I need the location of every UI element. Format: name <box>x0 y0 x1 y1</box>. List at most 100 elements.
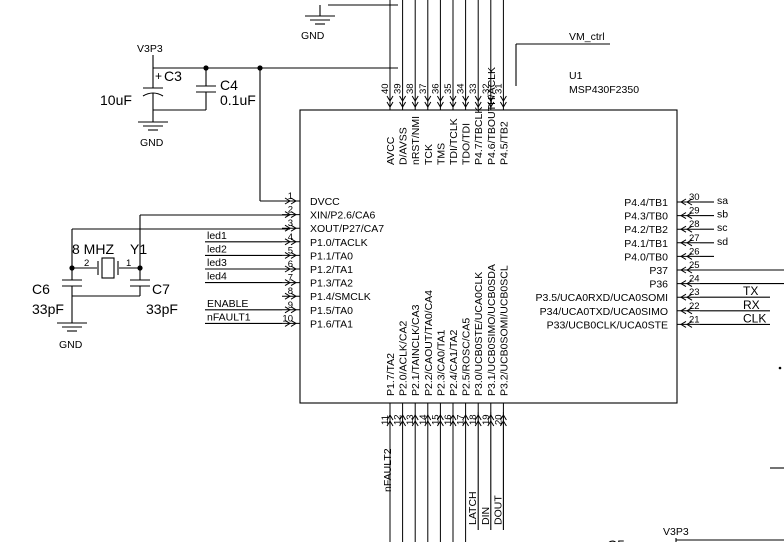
right-pin-number: 24 <box>689 274 700 285</box>
left-net: led3 <box>205 257 282 270</box>
bottom-pin-number: 20 <box>493 414 504 425</box>
left-pin: 5 P1.1/TA0 <box>282 245 353 262</box>
right-pin-name: P3.5/UCA0RXD/UCA0SOMI <box>536 292 668 304</box>
left-pin-name: P1.0/TACLK <box>310 237 368 249</box>
top-pins: 40AVCC39D/AVSS38nRST/NMI37TCK36TMS35TDI/… <box>380 0 510 165</box>
left-net-label: led3 <box>207 257 227 269</box>
bottom-pin-name: P1.7/TA2 <box>385 353 397 396</box>
left-net: led1 <box>205 230 282 243</box>
bottom-pin-name: P2.0/ACLK/CA2 <box>398 321 410 396</box>
bottom-pin-name: P3.2/UCB0SOMI/UCB0SCL <box>498 265 510 396</box>
left-pin: 6 P1.2/TA1 <box>282 259 353 276</box>
right-pin-name: P4.4/TB1 <box>624 197 668 209</box>
gnd-label-top: GND <box>301 30 325 42</box>
left-pin-number: 1 <box>288 191 293 202</box>
bottom-net-label: LATCH <box>467 491 479 525</box>
right-pin-number: 22 <box>689 301 700 312</box>
right-pin-number: 30 <box>689 192 700 203</box>
left-pin-number: 9 <box>288 300 293 311</box>
bottom-pin-name: P3.0/UCB0STE/UCA0CLK <box>473 272 485 396</box>
bottom-pin-name: P2.4/CA1/TA2 <box>448 330 460 396</box>
right-net-label: sd <box>717 236 728 248</box>
bottom-pin-number: 15 <box>430 414 441 425</box>
capacitor-c6: C6 33pF <box>32 279 82 317</box>
top-pin-name: P4.6/TBOUTH/ACLK <box>486 67 498 165</box>
left-pin-number: 6 <box>288 259 293 270</box>
right-pin-name: P4.2/TB2 <box>624 224 668 236</box>
bottom-pin-number: 16 <box>443 414 454 425</box>
c4-ref: C4 <box>220 77 238 93</box>
left-pin-number: 2 <box>288 205 293 216</box>
left-pin-name: P1.4/SMCLK <box>310 291 371 303</box>
vm-ctrl-label: VM_ctrl <box>569 31 605 43</box>
left-pin: 4 P1.0/TACLK <box>282 232 368 249</box>
left-pin-name: P1.2/TA1 <box>310 264 353 276</box>
top-pin-name: P4.5/TB2 <box>498 121 510 165</box>
left-net-label: ENABLE <box>207 298 248 310</box>
right-pin-name: P37 <box>649 265 668 277</box>
left-net: nFAULT1 <box>205 311 282 324</box>
gnd-symbol-caps: GND <box>138 121 168 149</box>
y1-pin2: 2 <box>84 258 89 269</box>
c7-value: 33pF <box>146 301 178 317</box>
bottom-pins: 11P1.7/TA212P2.0/ACLK/CA213P2.1/TAINCLK/… <box>380 264 510 542</box>
c6-ref: C6 <box>32 281 50 297</box>
left-pin: 3 XOUT/P27/CA7 <box>282 218 384 235</box>
top-pin-name: TCK <box>423 144 435 165</box>
bottom-pin-number: 13 <box>405 414 416 425</box>
left-pin-number: 4 <box>288 232 293 243</box>
c4-value: 0.1uF <box>220 92 256 108</box>
bottom-pin: 20 P3.2/UCB0SOMI/UCB0SCL <box>493 265 510 427</box>
chip-part: MSP430F2350 <box>569 84 639 96</box>
left-net: led2 <box>205 243 282 256</box>
right-pin-number: 25 <box>689 260 700 271</box>
y1-value: 8 MHZ <box>72 241 114 257</box>
c3-ref: C3 <box>164 68 182 84</box>
left-pin-name: P1.6/TA1 <box>310 318 353 330</box>
y1-ref: Y1 <box>130 241 147 257</box>
right-pin-number: 27 <box>689 233 700 244</box>
right-net-label: CLK <box>743 311 766 325</box>
left-pin-name: XOUT/P27/CA7 <box>310 223 384 235</box>
left-pin-name: DVCC <box>310 196 340 208</box>
top-pin-name: D/AVSS <box>398 127 410 165</box>
left-pin: 1 DVCC <box>282 191 340 208</box>
c7-ref: C7 <box>152 281 170 297</box>
gnd-symbol-top: GND <box>301 4 398 42</box>
top-pin-name: TDO/TDI <box>461 123 473 165</box>
right-net-label: sb <box>717 209 728 221</box>
bottom-pin-name: P2.5/ROSC/CA5 <box>461 318 473 396</box>
gnd-label-caps: GND <box>140 137 164 149</box>
right-pin-number: 21 <box>689 314 700 325</box>
top-pin-name: P4.7/TBCLK <box>473 107 485 165</box>
capacitor-c7: C7 33pF <box>130 279 178 317</box>
v3p3-label-top: V3P3 <box>137 43 163 55</box>
gnd-symbol-crystal: GND <box>57 322 87 351</box>
left-pin-number: 3 <box>288 218 293 229</box>
left-pin-number: 5 <box>288 245 293 256</box>
right-pin-name: P4.3/TB0 <box>624 211 668 223</box>
left-net-label: led1 <box>207 230 227 242</box>
left-pin-name: P1.1/TA0 <box>310 250 353 262</box>
bottom-pin-number: 14 <box>418 414 429 425</box>
bottom-pin-name: P2.1/TAINCLK/CA3 <box>410 304 422 396</box>
right-net-label: RX <box>743 298 760 312</box>
power-decoupling: V3P3 + C3 10uF C4 0.1uF GND <box>100 43 398 202</box>
top-pin-name: TMS <box>435 143 447 165</box>
top-pin-number: 40 <box>380 83 391 94</box>
left-pin-number: 7 <box>288 273 293 284</box>
